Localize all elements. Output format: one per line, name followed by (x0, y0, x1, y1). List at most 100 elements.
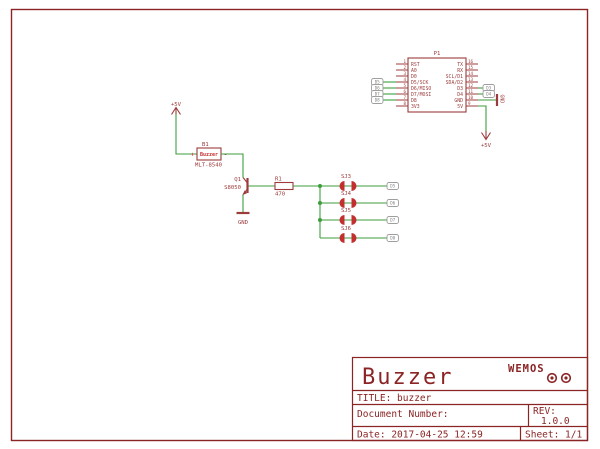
pin-number: 1 (403, 59, 406, 64)
gnd-symbol-transistor: GND (236, 211, 250, 226)
wire-ic-5v (478, 105, 487, 132)
net-port-box (386, 234, 399, 242)
pin-name: RX (457, 68, 463, 74)
pin-number: 16 (468, 59, 474, 64)
pin-name: A0 (411, 68, 417, 74)
net-port-box (386, 216, 399, 224)
power-5v-left: +5V (171, 102, 182, 115)
net-port-label: D7 (375, 92, 380, 97)
pin-number: 4 (403, 77, 406, 82)
pin-name: SCL/D1 (446, 74, 463, 80)
sj-ref: SJ6 (341, 226, 351, 232)
net-port-box (482, 90, 495, 98)
ic-symbol: P1 RST A0 D0 D5/SCK D6/MISO D7/MOSI D8 3… (396, 51, 478, 113)
solder-jumper-row-sj5: SJ5 D7 (320, 208, 399, 225)
transistor-emitter-arrow-icon (242, 190, 247, 195)
plus5v-label: +5V (171, 102, 182, 108)
pin-name: GND (454, 98, 463, 104)
buzzer-plus-mark: + (191, 151, 195, 159)
pin-name: D0 (411, 74, 417, 80)
ic-ref: P1 (434, 51, 441, 57)
title-line: TITLE: buzzer (357, 393, 432, 404)
net-port-box (386, 199, 399, 207)
pin-name: D4 (457, 92, 463, 98)
pin-name: TX (457, 62, 463, 68)
net-port-label: D8 (390, 236, 395, 241)
ic-body (407, 57, 467, 113)
pin-name: 5V (457, 104, 463, 110)
net-port-label: D3 (486, 86, 491, 91)
pin-name: SDA/D2 (446, 80, 463, 86)
pin-name: D5/SCK (411, 80, 428, 86)
wire-buzzer-to-collector (221, 153, 244, 178)
ic-right-pin-names: TX RX SCL/D1 SDA/D2 D3 D4 GND 5V (446, 62, 463, 110)
ic-right-pin-numbers: 16 15 14 13 12 11 10 9 (468, 59, 474, 106)
gnd-label: GND (238, 220, 249, 226)
net-port-box (386, 182, 399, 190)
date-line: Date: 2017-04-25 12:59 (357, 430, 483, 441)
net-port-label: D5 (390, 184, 395, 189)
ic-left-pin-numbers: 1 2 3 4 5 6 7 8 (403, 59, 406, 106)
resistor-ref: R1 (275, 177, 282, 183)
buzzer-symbol: B1 Buzzer + - MLT-8540 (191, 142, 228, 169)
net-port-label: D5 (375, 80, 380, 85)
sj-pad-right (351, 215, 357, 225)
plus5v-arrow-icon (171, 106, 181, 115)
pin-name: D3 (457, 86, 463, 92)
gnd-symbol-ic: GND (495, 94, 505, 106)
ic-left-pin-names: RST A0 D0 D5/SCK D6/MISO D7/MOSI D8 3V3 (411, 62, 431, 110)
pin-number: 15 (468, 65, 474, 70)
net-port-label: D4 (486, 92, 491, 97)
sj-ref: SJ4 (341, 191, 352, 197)
pin-name: D7/MOSI (411, 92, 431, 98)
buzzer-name: Buzzer (200, 152, 218, 158)
rev-value: 1.0.0 (541, 416, 570, 427)
transistor-ref: Q1 (234, 177, 241, 183)
resistor-symbol: R1 470 (274, 177, 294, 198)
net-port-label: D6 (390, 201, 395, 206)
pin-name: D8 (411, 98, 417, 104)
sheet-line: Sheet: 1/1 (525, 430, 582, 441)
pin-name: D6/MISO (411, 86, 431, 92)
brand-name: WEMOS (508, 363, 545, 375)
sj-pad-right (351, 181, 357, 191)
buzzer-ref: B1 (202, 142, 209, 148)
resistor-body (274, 181, 294, 191)
sj-ref: SJ3 (341, 174, 351, 180)
transistor-symbol: Q1 S8050 (224, 177, 249, 195)
document-number-label: Document Number: (357, 409, 449, 420)
sj-pad-left (339, 215, 345, 225)
sj-pad-left (339, 181, 345, 191)
sheet-frame-border (10, 8, 589, 442)
pin-number: 10 (468, 95, 474, 100)
ic-left-net-ports: D5 D6 D7 D8 (371, 78, 396, 104)
pin-number: 5 (403, 83, 406, 88)
plus5v-label: +5V (481, 143, 492, 149)
solder-jumper-row-sj6: SJ6 D8 (320, 226, 399, 243)
pin-number: 14 (468, 71, 474, 76)
transistor-collector (242, 177, 248, 184)
net-port-label: D6 (375, 86, 380, 91)
pin-name: 3V3 (411, 104, 420, 110)
pin-number: 11 (468, 89, 474, 94)
sheet-title: Buzzer (362, 365, 453, 390)
power-5v-ic: +5V (481, 131, 492, 149)
pin-number: 3 (403, 71, 406, 76)
sj-pad-right (351, 198, 357, 208)
wemos-logo-icon (546, 372, 572, 384)
title-block: Buzzer WEMOS TITLE: buzzer Document Numb… (351, 356, 589, 442)
wire-5v-to-buzzer (175, 114, 197, 155)
ic-right-net-ports: D3 D4 (478, 84, 495, 98)
net-port-label: D7 (390, 218, 395, 223)
net-port-label: D8 (375, 98, 380, 103)
sj-pad-left (339, 198, 345, 208)
ic-right-pin-stubs (466, 63, 478, 107)
pin-number: 7 (403, 95, 406, 100)
transistor-value: S8050 (224, 185, 241, 191)
pin-number: 2 (403, 65, 406, 70)
pin-name: RST (411, 62, 420, 68)
pin-number: 12 (468, 83, 474, 88)
pin-number: 8 (403, 101, 406, 106)
rev-label: REV: (533, 406, 556, 417)
buzzer-value: MLT-8540 (195, 163, 222, 169)
